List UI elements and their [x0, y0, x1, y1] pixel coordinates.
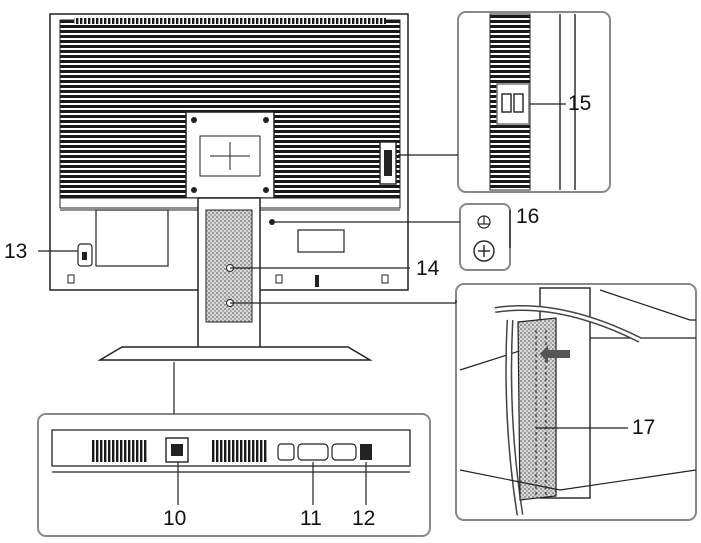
callout-10: 10 [163, 507, 187, 530]
callout-16: 16 [516, 205, 540, 228]
callout-13: 13 [4, 240, 28, 263]
inset-side-switch [398, 11, 611, 193]
callout-11: 11 [300, 507, 322, 530]
callout-12: 12 [352, 507, 376, 530]
callout-17: 17 [632, 416, 656, 439]
monitor-back-panel [49, 13, 409, 361]
callout-15: 15 [568, 92, 592, 115]
inset-ground-terminal [272, 203, 511, 271]
callout-14: 14 [416, 257, 440, 280]
inset-connector-panel [37, 362, 431, 537]
inset-cable-holder [230, 283, 697, 521]
